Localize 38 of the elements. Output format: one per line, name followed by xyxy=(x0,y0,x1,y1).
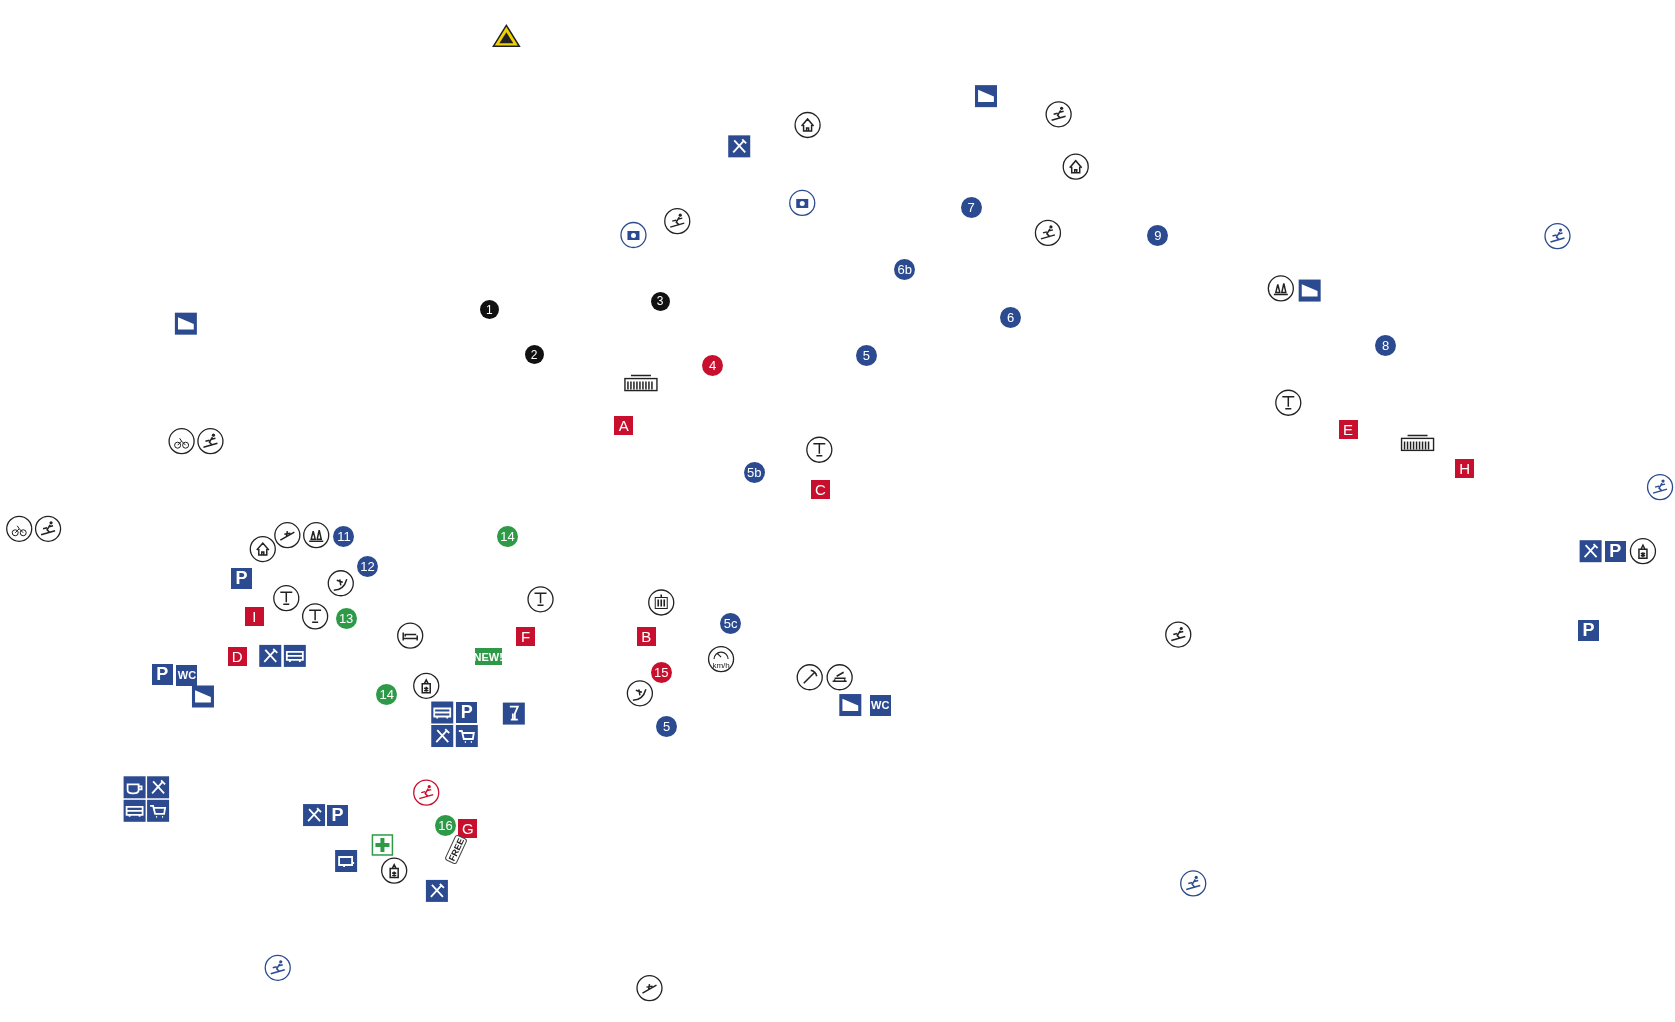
speed-unit-text: km/h xyxy=(711,660,731,671)
number-marker: 6 xyxy=(1000,306,1022,328)
number-marker: 5b xyxy=(743,461,765,483)
number-marker: 5c xyxy=(720,613,742,635)
number-marker: 4 xyxy=(702,354,723,376)
letter-marker: E xyxy=(1338,419,1358,439)
toilet-sign: WC xyxy=(869,694,891,716)
number-marker: 9 xyxy=(1147,224,1169,246)
letter-marker: F xyxy=(516,627,536,647)
letter-marker: I xyxy=(244,606,264,626)
number-marker: 6b xyxy=(894,258,916,280)
number-marker: 11 xyxy=(333,525,355,547)
number-marker: 2 xyxy=(524,345,544,365)
letter-marker: B xyxy=(636,627,656,647)
letter-marker: H xyxy=(1455,459,1475,479)
letter-marker: D xyxy=(227,647,247,667)
parking-sign: P xyxy=(1577,619,1599,641)
number-marker: 12 xyxy=(356,555,378,577)
number-marker: 1 xyxy=(479,300,499,320)
number-marker: 7 xyxy=(960,196,982,218)
number-marker: 16 xyxy=(434,815,456,837)
number-marker: 15 xyxy=(650,662,672,684)
parking-sign: P xyxy=(151,663,173,685)
parking-sign: P xyxy=(230,568,252,590)
number-marker: 14 xyxy=(376,683,398,705)
number-marker: 8 xyxy=(1375,334,1396,356)
letter-marker: A xyxy=(614,415,634,435)
number-marker: 13 xyxy=(335,608,357,629)
letter-marker: G xyxy=(458,819,478,839)
number-marker: 5 xyxy=(656,715,678,737)
number-marker: 5 xyxy=(855,345,877,367)
parking-sign: P xyxy=(456,702,478,723)
parking-sign: P xyxy=(327,804,349,826)
parking-sign: P xyxy=(1604,540,1626,562)
toilet-sign: WC xyxy=(176,664,198,686)
number-marker: 3 xyxy=(650,291,670,311)
letter-marker: C xyxy=(810,479,830,499)
number-marker: 14 xyxy=(496,525,518,547)
